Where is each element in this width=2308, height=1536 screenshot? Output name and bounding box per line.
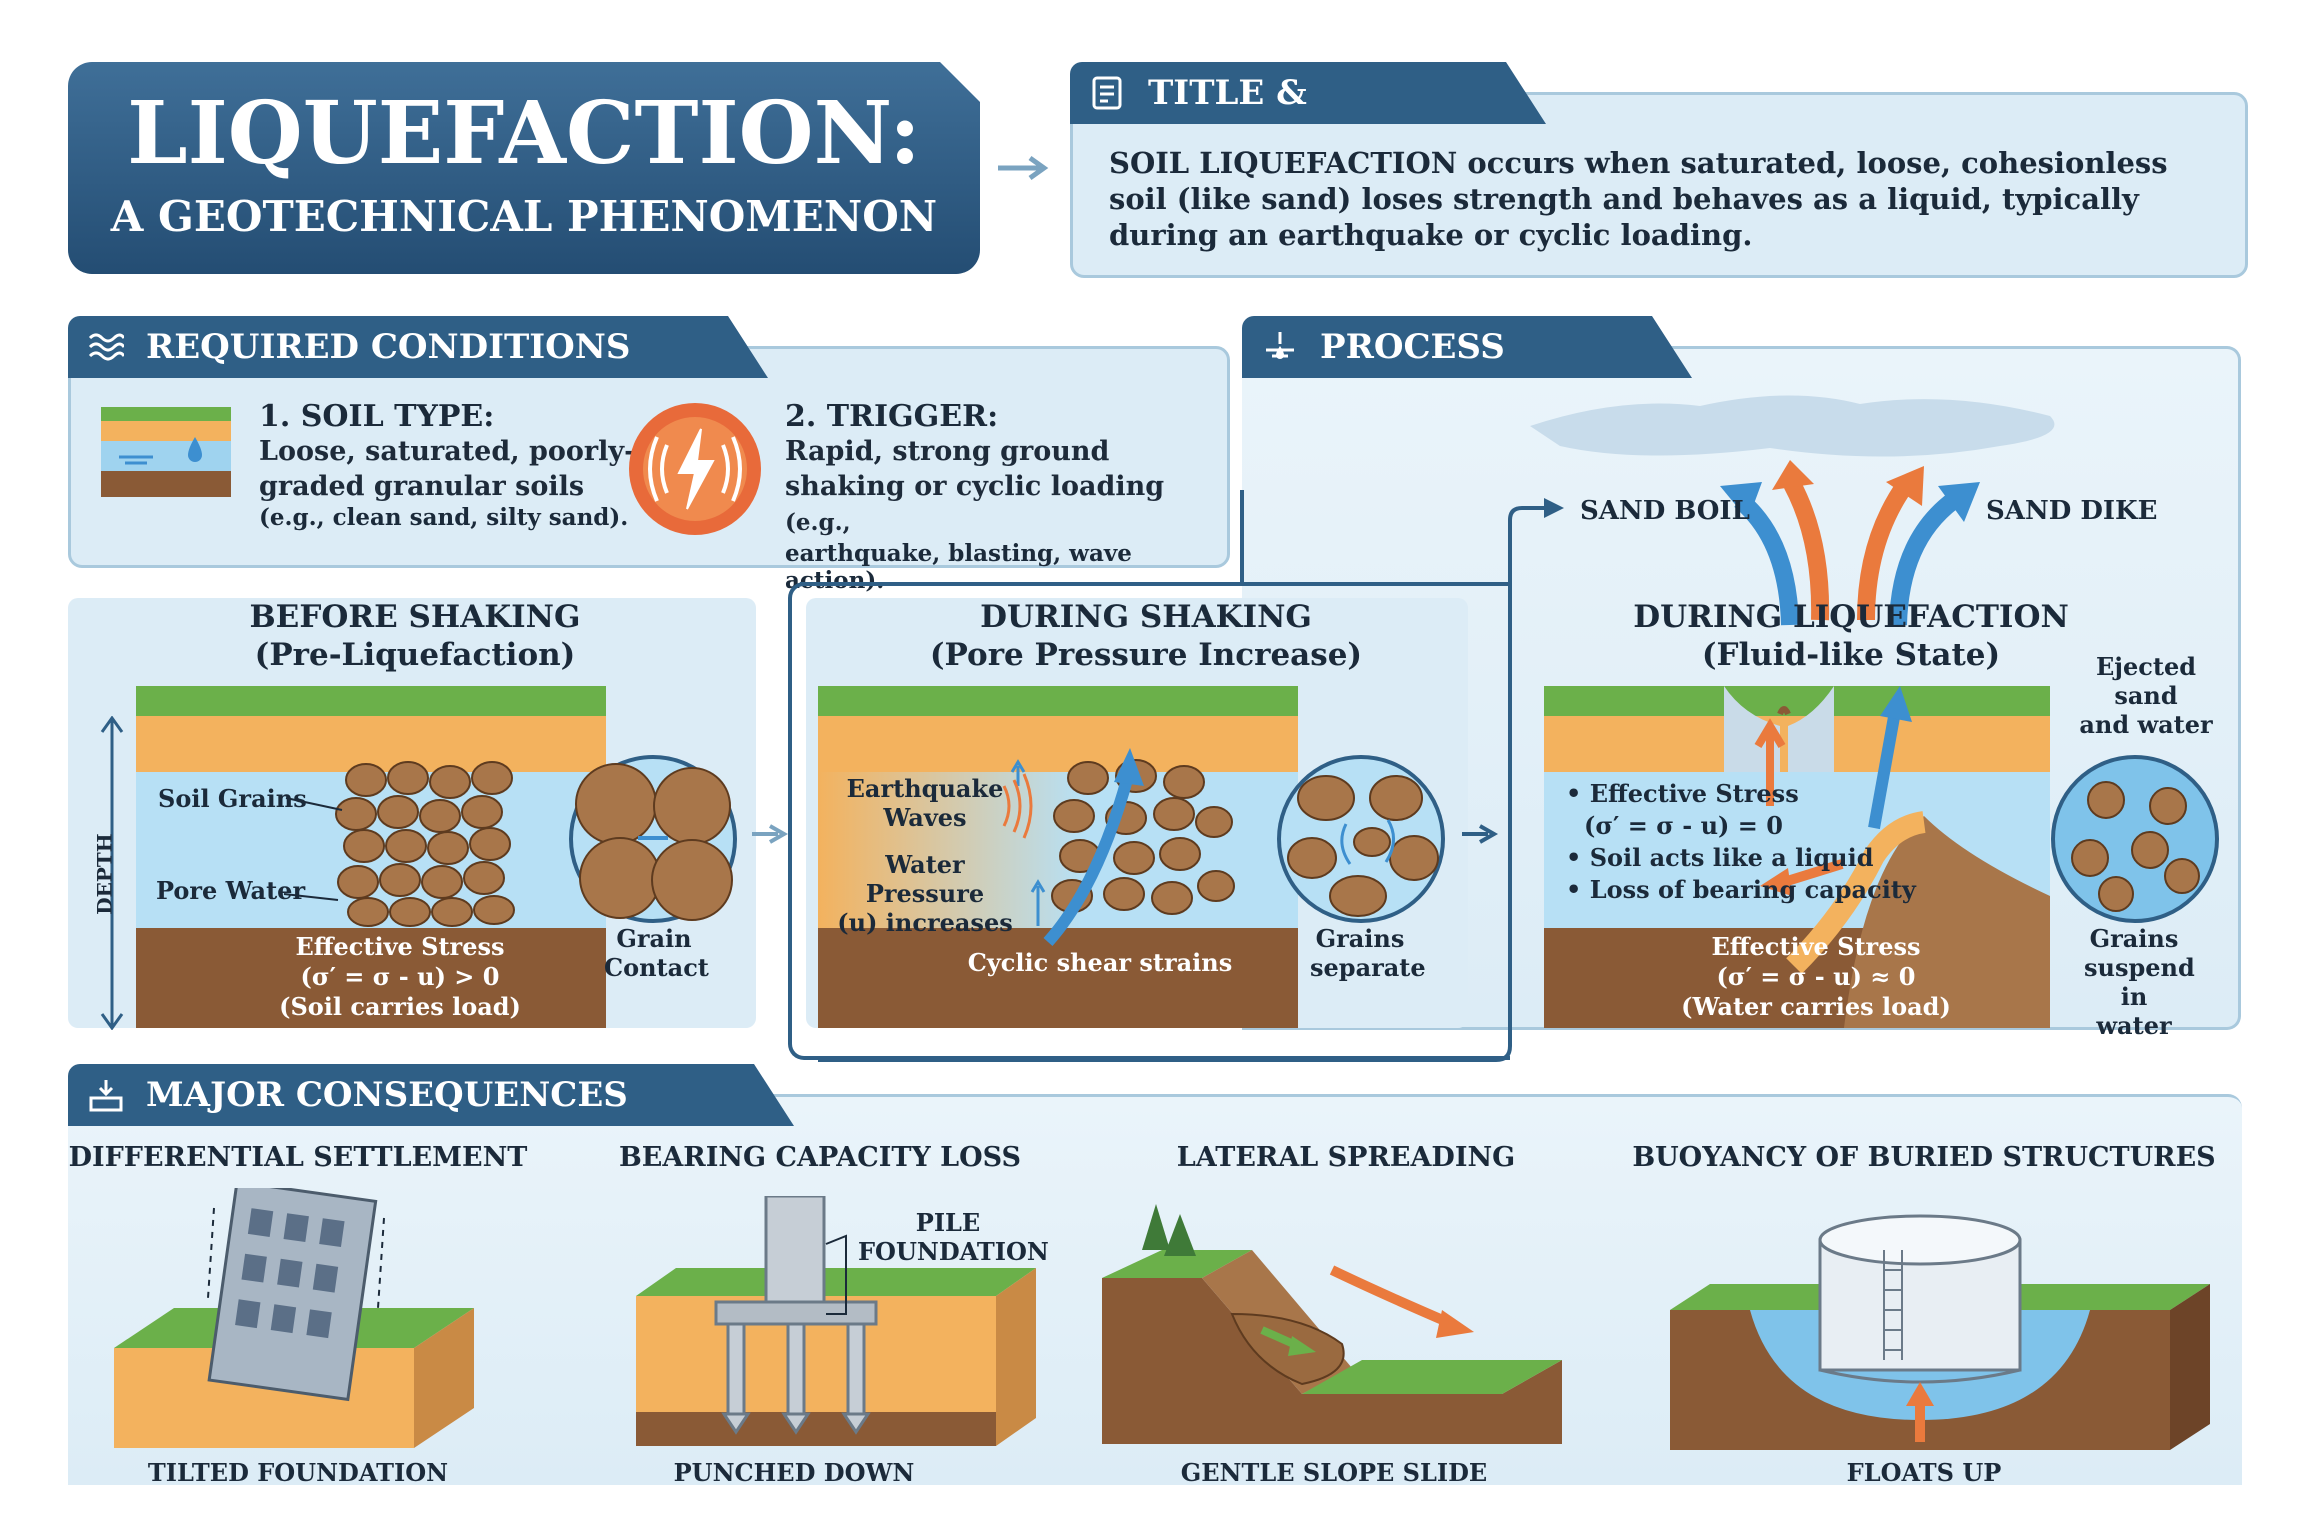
soil-type-body: Loose, saturated, poorly-graded granular… [259,436,636,502]
process-icon [1262,330,1298,364]
title-banner: LIQUEFACTION: A GEOTECHNICAL PHENOMENON [68,62,980,274]
consequence-title: LATERAL SPREADING [1176,1142,1516,1173]
before-effective-stress: Effective Stress (σ′ = σ - u) > 0 (Soil … [279,932,521,1021]
earthquake-waves-label: Earthquake Waves [846,774,1004,832]
pile-foundation-label: PILE FOUNDATION [858,1208,1049,1266]
depth-label: DEPTH [92,833,117,915]
soil-type-title: 1. SOIL TYPE: [259,399,495,434]
ejection-arrows [1720,460,1980,626]
soil-grains-label: Soil Grains [158,784,307,813]
ground-icon [88,1078,124,1112]
consequence-title: BEARING CAPACITY LOSS [618,1142,1022,1173]
grains-suspend-circle [2051,755,2219,923]
arrow-during-to-liq [1462,824,1499,844]
definition-text: SOIL LIQUEFACTION occurs when saturated,… [1109,146,2168,252]
grain-contact-label: Grain Contact [604,924,709,982]
conditions-panel: 1. SOIL TYPE: Loose, saturated, poorly-g… [68,346,1230,594]
sand-boil-label: SAND BOIL [1580,496,1750,526]
before-depth-arrow [100,716,124,1030]
title-arrow-icon [998,155,1049,181]
grains-separate-label: Grains separate [1310,924,1426,982]
pile-foundation-illustration [636,1196,1036,1446]
floating-tank-illustration [1670,1214,2210,1450]
sand-dike-label: SAND DIKE [1986,496,2158,526]
definition-panel: SOIL LIQUEFACTION occurs when saturated,… [1070,92,2248,278]
grains-suspend-label: Grains suspend in water [2084,924,2195,1040]
waves-icon [88,330,124,364]
consequence-caption: TILTED FOUNDATION [147,1458,449,1487]
pore-water-label: Pore Water [156,876,306,905]
conditions-tab: REQUIRED CONDITIONS (INPUTS) [68,316,768,378]
cyclic-shear-label: Cyclic shear strains [967,948,1233,977]
water-pressure-label: Water Pressure (u) increases [837,850,1013,937]
ejected-label: Ejected sand and water [2079,652,2213,739]
document-icon [1090,76,1126,110]
consequence-caption: FLOATS UP [1846,1458,2002,1487]
during-shaking-frame-top [800,582,1242,586]
page-subtitle: A GEOTECHNICAL PHENOMENON [110,192,938,241]
grains-separate-circle [1277,755,1445,923]
consequence-caption: GENTLE SLOPE SLIDE [1180,1458,1488,1487]
before-title: BEFORE SHAKING (Pre-Liquefaction) [249,599,581,673]
consequence-title: BUOYANCY OF BURIED STRUCTURES [1632,1142,2216,1173]
trigger-body: Rapid, strong ground shaking or cyclic l… [785,436,1165,536]
lateral-spreading-illustration [1102,1204,1562,1444]
soil-layers-icon [101,407,231,497]
lightning-icon [629,403,761,535]
consequence-caption: PUNCHED DOWN [673,1458,915,1487]
grain-contact-circle [569,755,737,923]
before-soil-block [136,686,606,1028]
liq-title: DURING LIQUEFACTION (Fluid-like State) [1633,599,2069,673]
liq-effective-stress: Effective Stress (σ′ = σ - u) ≈ 0 (Water… [1681,932,1951,1021]
arrow-before-to-during [752,824,789,844]
page-title: LIQUEFACTION: [127,83,921,184]
during-title: DURING SHAKING (Pore Pressure Increase) [929,599,1363,673]
sky-clouds [1530,395,2055,457]
liq-soil-block [1544,686,2050,1028]
trigger-block: 2. TRIGGER: Rapid, strong ground shaking… [785,399,1205,594]
liq-bullets: • Effective Stress (σ′ = σ - u) = 0 • So… [1566,779,1916,904]
definition-tab: TITLE & DEFINITION [1070,62,1546,124]
soil-type-block: 1. SOIL TYPE: Loose, saturated, poorly-g… [259,399,639,531]
trigger-title: 2. TRIGGER: [785,399,999,434]
tilted-building-illustration [114,1188,474,1448]
during-soil-block [818,686,1298,1028]
process-tab: PROCESS DIAGRAM [1242,316,1692,378]
consequences-tab: MAJOR CONSEQUENCES (OUTPUTS) [68,1064,794,1126]
soil-type-example: (e.g., clean sand, silty sand). [259,504,629,531]
consequence-title: DIFFERENTIAL SETTLEMENT [68,1142,528,1173]
